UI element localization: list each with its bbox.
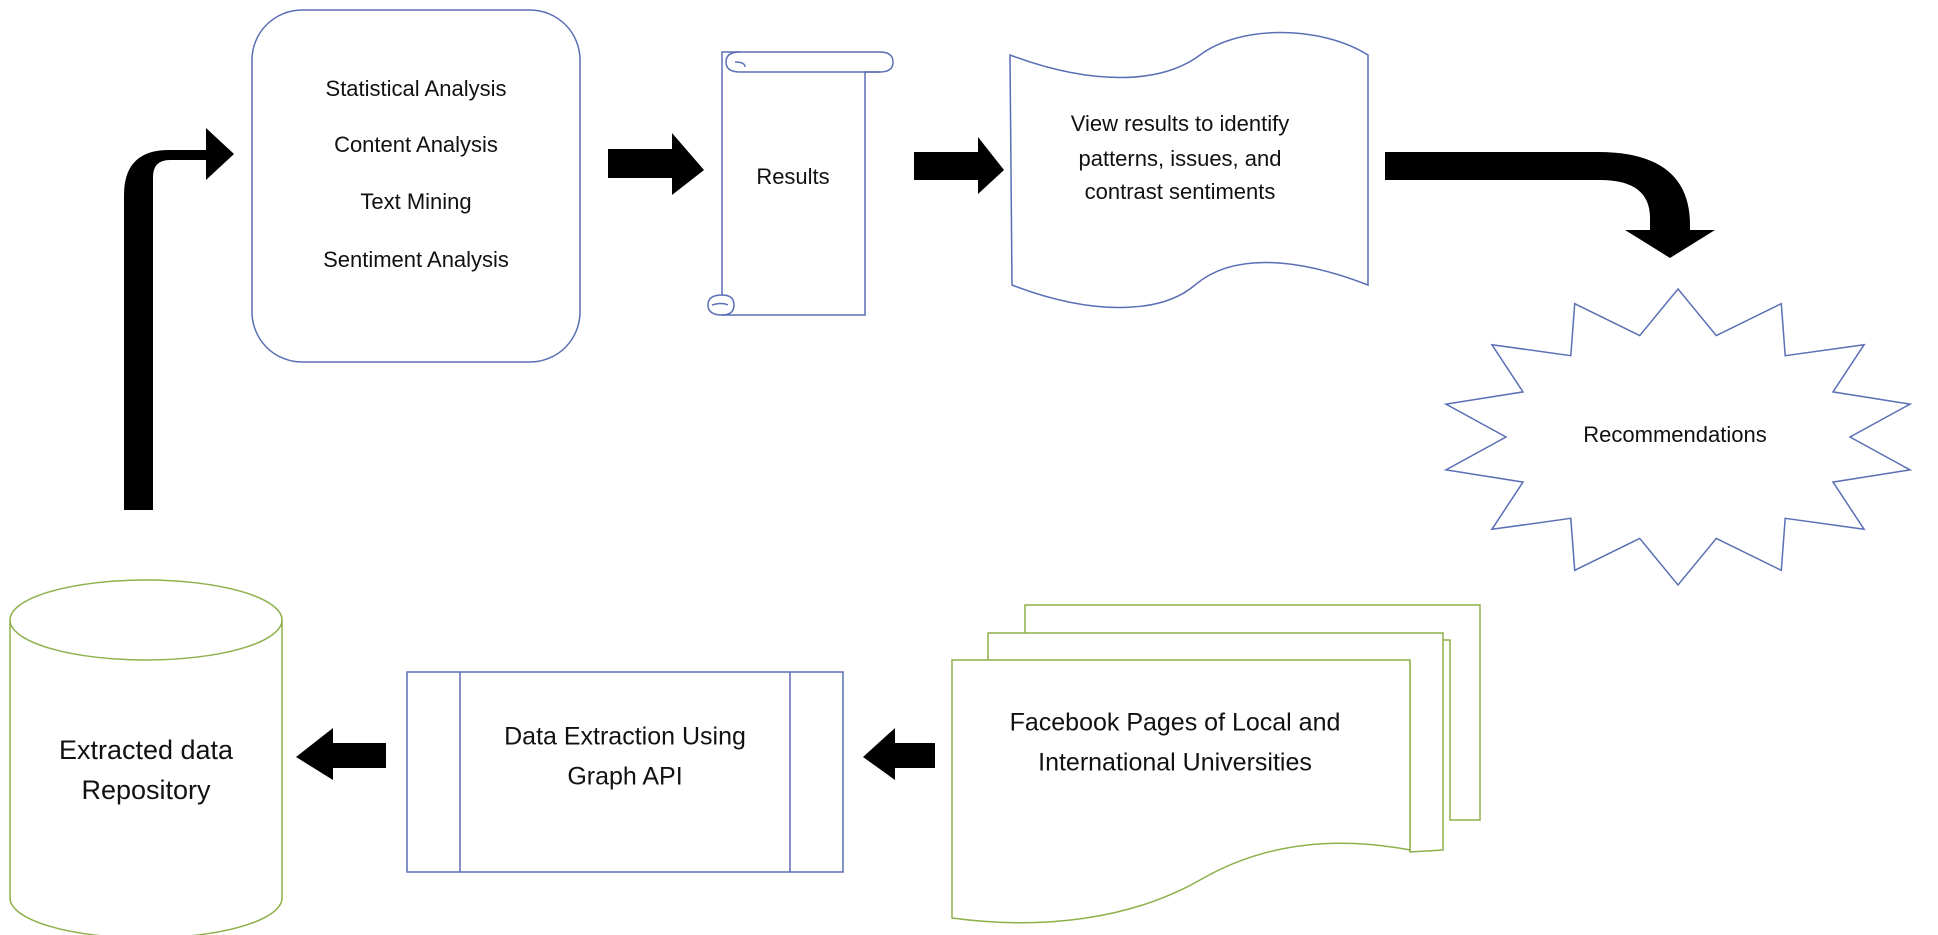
view-results-box: View results to identify patterns, issue…: [1009, 31, 1369, 309]
facebook-pages-line-1: Facebook Pages of Local and: [1010, 709, 1341, 737]
results-scroll: [707, 51, 894, 316]
data-extraction-line-1: Data Extraction Using: [504, 723, 746, 751]
results-scroll-top-curl: [725, 51, 880, 73]
repository-cylinder-body: [9, 620, 283, 935]
facebook-page-front: [951, 659, 1411, 924]
results-scroll-bottom-curl: [721, 294, 735, 316]
arrow-extraction-to-repository: [296, 728, 386, 780]
analysis-line-1: Statistical Analysis: [326, 76, 507, 101]
view-results-shape: [1009, 31, 1369, 309]
results-scroll-body: [707, 51, 894, 316]
recommendations-burst: Recommendations: [1443, 287, 1913, 587]
analysis-line-4: Sentiment Analysis: [323, 247, 509, 272]
repository-cylinder: [9, 579, 283, 935]
facebook-pages-stack: [951, 604, 1481, 924]
repository-line-2: Repository: [81, 775, 211, 805]
data-extraction-shape: [406, 671, 844, 873]
facebook-pages-line-2: International Universities: [1038, 749, 1312, 777]
analysis-line-3: Text Mining: [360, 189, 471, 214]
bent-arrow-view-to-recommendations: [1385, 152, 1715, 258]
data-extraction-box: [406, 671, 844, 873]
results-label: Results: [756, 164, 829, 189]
bent-arrow-repository-to-analysis: [124, 128, 234, 510]
arrow-analysis-to-results: [608, 133, 704, 195]
recommendations-label: Recommendations: [1583, 422, 1766, 447]
analysis-box: Statistical Analysis Content Analysis Te…: [251, 9, 581, 363]
repository-line-1: Extracted data: [59, 735, 234, 765]
analysis-box-shape: [251, 9, 581, 363]
arrow-facebook-to-extraction: [863, 728, 935, 780]
repository-cylinder-top: [9, 579, 283, 661]
recommendations-burst-shape: [1443, 287, 1913, 587]
arrow-results-to-view: [914, 137, 1004, 194]
analysis-line-2: Content Analysis: [334, 132, 498, 157]
view-results-line-1: View results to identify: [1071, 111, 1289, 136]
view-results-line-2: patterns, issues, and: [1078, 146, 1281, 171]
data-extraction-line-2: Graph API: [567, 763, 682, 791]
view-results-line-3: contrast sentiments: [1085, 179, 1276, 204]
